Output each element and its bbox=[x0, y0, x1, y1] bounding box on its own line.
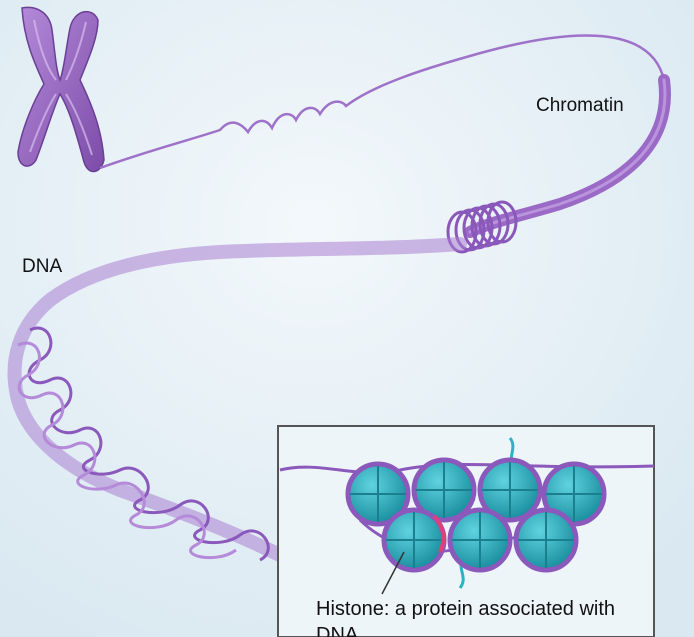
nucleosome-icon bbox=[411, 457, 477, 523]
chromatin-coil bbox=[446, 200, 518, 254]
nucleosome-icon bbox=[381, 507, 447, 573]
dna-label: DNA bbox=[22, 256, 63, 277]
nucleosome-icon bbox=[447, 507, 513, 573]
dna-strand-b bbox=[17, 341, 237, 560]
dna-thread bbox=[99, 34, 666, 170]
histone-label: Histone: a protein associated with DNA bbox=[316, 598, 616, 637]
chromosome-icon bbox=[17, 6, 105, 173]
dna-strand-a bbox=[27, 326, 270, 562]
chromatin-label: Chromatin bbox=[536, 95, 624, 116]
histone-leader-line bbox=[381, 551, 405, 595]
nucleosome-icon bbox=[345, 461, 411, 527]
nucleosome-inset bbox=[277, 425, 655, 637]
nucleosome-icon bbox=[513, 507, 579, 573]
nucleosome-icon bbox=[477, 457, 543, 523]
